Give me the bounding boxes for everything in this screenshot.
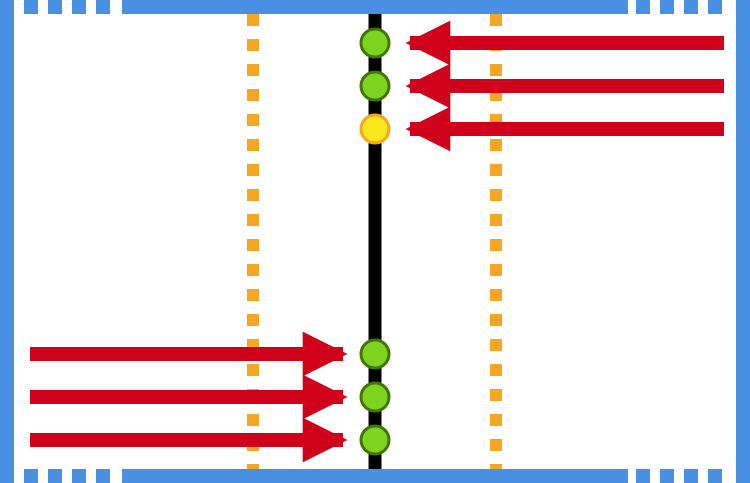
- node-green-4: [359, 338, 391, 370]
- left-arrows: [30, 331, 348, 463]
- node-green-5: [359, 381, 391, 413]
- axis-nodes: [359, 27, 391, 456]
- node-green-1: [359, 27, 391, 59]
- right-arrows: [405, 20, 724, 152]
- node-green-2: [359, 70, 391, 102]
- node-yellow: [359, 113, 391, 145]
- node-green-6: [359, 424, 391, 456]
